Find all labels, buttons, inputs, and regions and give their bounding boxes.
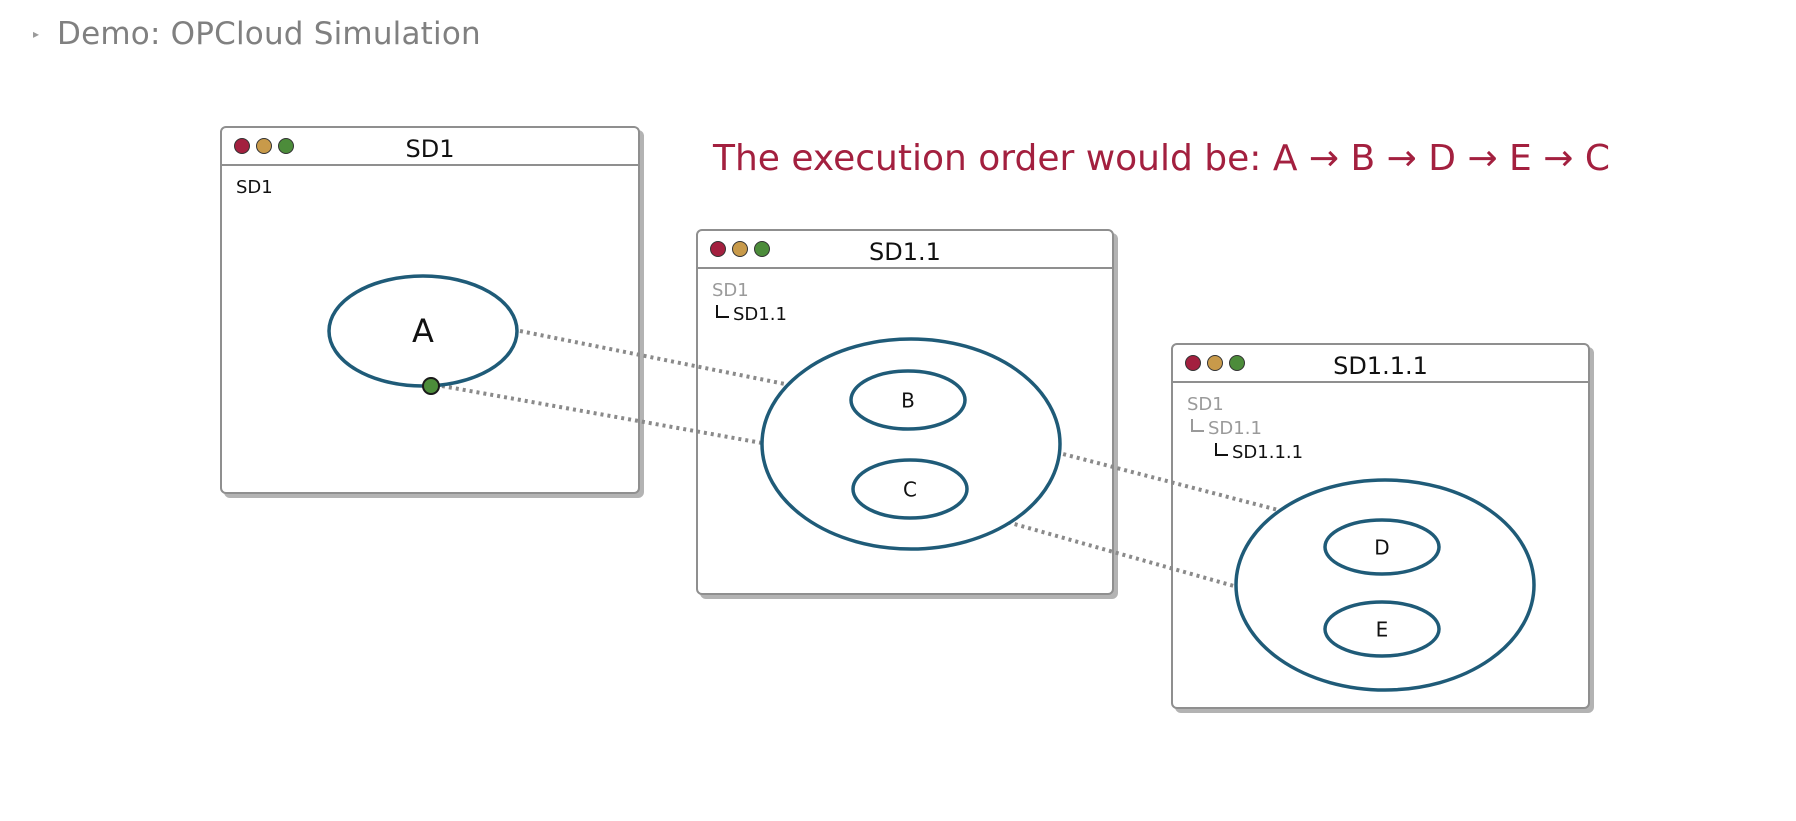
process-b[interactable] (849, 369, 967, 431)
breadcrumb-item[interactable]: SD1.1 (712, 303, 787, 327)
breadcrumb: SD1 SD1.1 (712, 279, 787, 327)
tree-elbow-icon (1215, 443, 1228, 456)
process-e-label: E (1376, 618, 1389, 642)
process-d[interactable] (1323, 518, 1441, 576)
window-title: SD1.1.1 (1333, 352, 1428, 380)
minimize-dot-icon[interactable] (732, 241, 748, 257)
slide-header: ▸ Demo: OPCloud Simulation (33, 16, 481, 52)
breadcrumb-item[interactable]: SD1 (712, 280, 749, 301)
window-titlebar: SD1 (222, 128, 638, 166)
window-controls (234, 138, 294, 154)
close-dot-icon[interactable] (1185, 355, 1201, 371)
maximize-dot-icon[interactable] (1229, 355, 1245, 371)
maximize-dot-icon[interactable] (754, 241, 770, 257)
process-sd1-1-inzoomed[interactable] (760, 337, 1062, 551)
window-title: SD1.1 (869, 238, 941, 266)
process-sd1-1-1-inzoomed[interactable] (1234, 478, 1536, 692)
close-dot-icon[interactable] (710, 241, 726, 257)
breadcrumb-item[interactable]: SD1 (236, 177, 273, 198)
breadcrumb-label: SD1.1 (733, 304, 787, 325)
breadcrumb-label: SD1.1.1 (1232, 442, 1304, 463)
tree-elbow-icon (1191, 419, 1204, 432)
execution-order-caption: The execution order would be: A → B → D … (713, 138, 1610, 179)
maximize-dot-icon[interactable] (278, 138, 294, 154)
window-controls (710, 241, 770, 257)
process-b-label: B (901, 389, 915, 413)
execution-token-icon (422, 377, 440, 395)
process-d-label: D (1374, 536, 1389, 560)
process-e[interactable] (1323, 600, 1441, 658)
breadcrumb: SD1 (236, 176, 273, 200)
breadcrumb-item[interactable]: SD1.1 (1187, 417, 1303, 441)
slide-title: Demo: OPCloud Simulation (57, 16, 481, 52)
process-c-label: C (903, 478, 917, 502)
breadcrumb: SD1 SD1.1 SD1.1.1 (1187, 393, 1303, 465)
connector-a-token-to-sd1-1 (441, 384, 763, 445)
breadcrumb-label: SD1.1 (1208, 418, 1262, 439)
window-title: SD1 (405, 135, 455, 163)
connector-a-to-sd1-1 (519, 329, 786, 386)
process-a-label: A (412, 312, 434, 350)
minimize-dot-icon[interactable] (256, 138, 272, 154)
window-titlebar: SD1.1.1 (1173, 345, 1588, 383)
bullet-icon: ▸ (33, 27, 40, 41)
breadcrumb-item[interactable]: SD1.1.1 (1187, 441, 1303, 465)
window-controls (1185, 355, 1245, 371)
close-dot-icon[interactable] (234, 138, 250, 154)
process-c[interactable] (851, 458, 969, 520)
breadcrumb-item[interactable]: SD1 (1187, 394, 1224, 415)
tree-elbow-icon (716, 305, 729, 318)
window-titlebar: SD1.1 (698, 231, 1112, 269)
minimize-dot-icon[interactable] (1207, 355, 1223, 371)
